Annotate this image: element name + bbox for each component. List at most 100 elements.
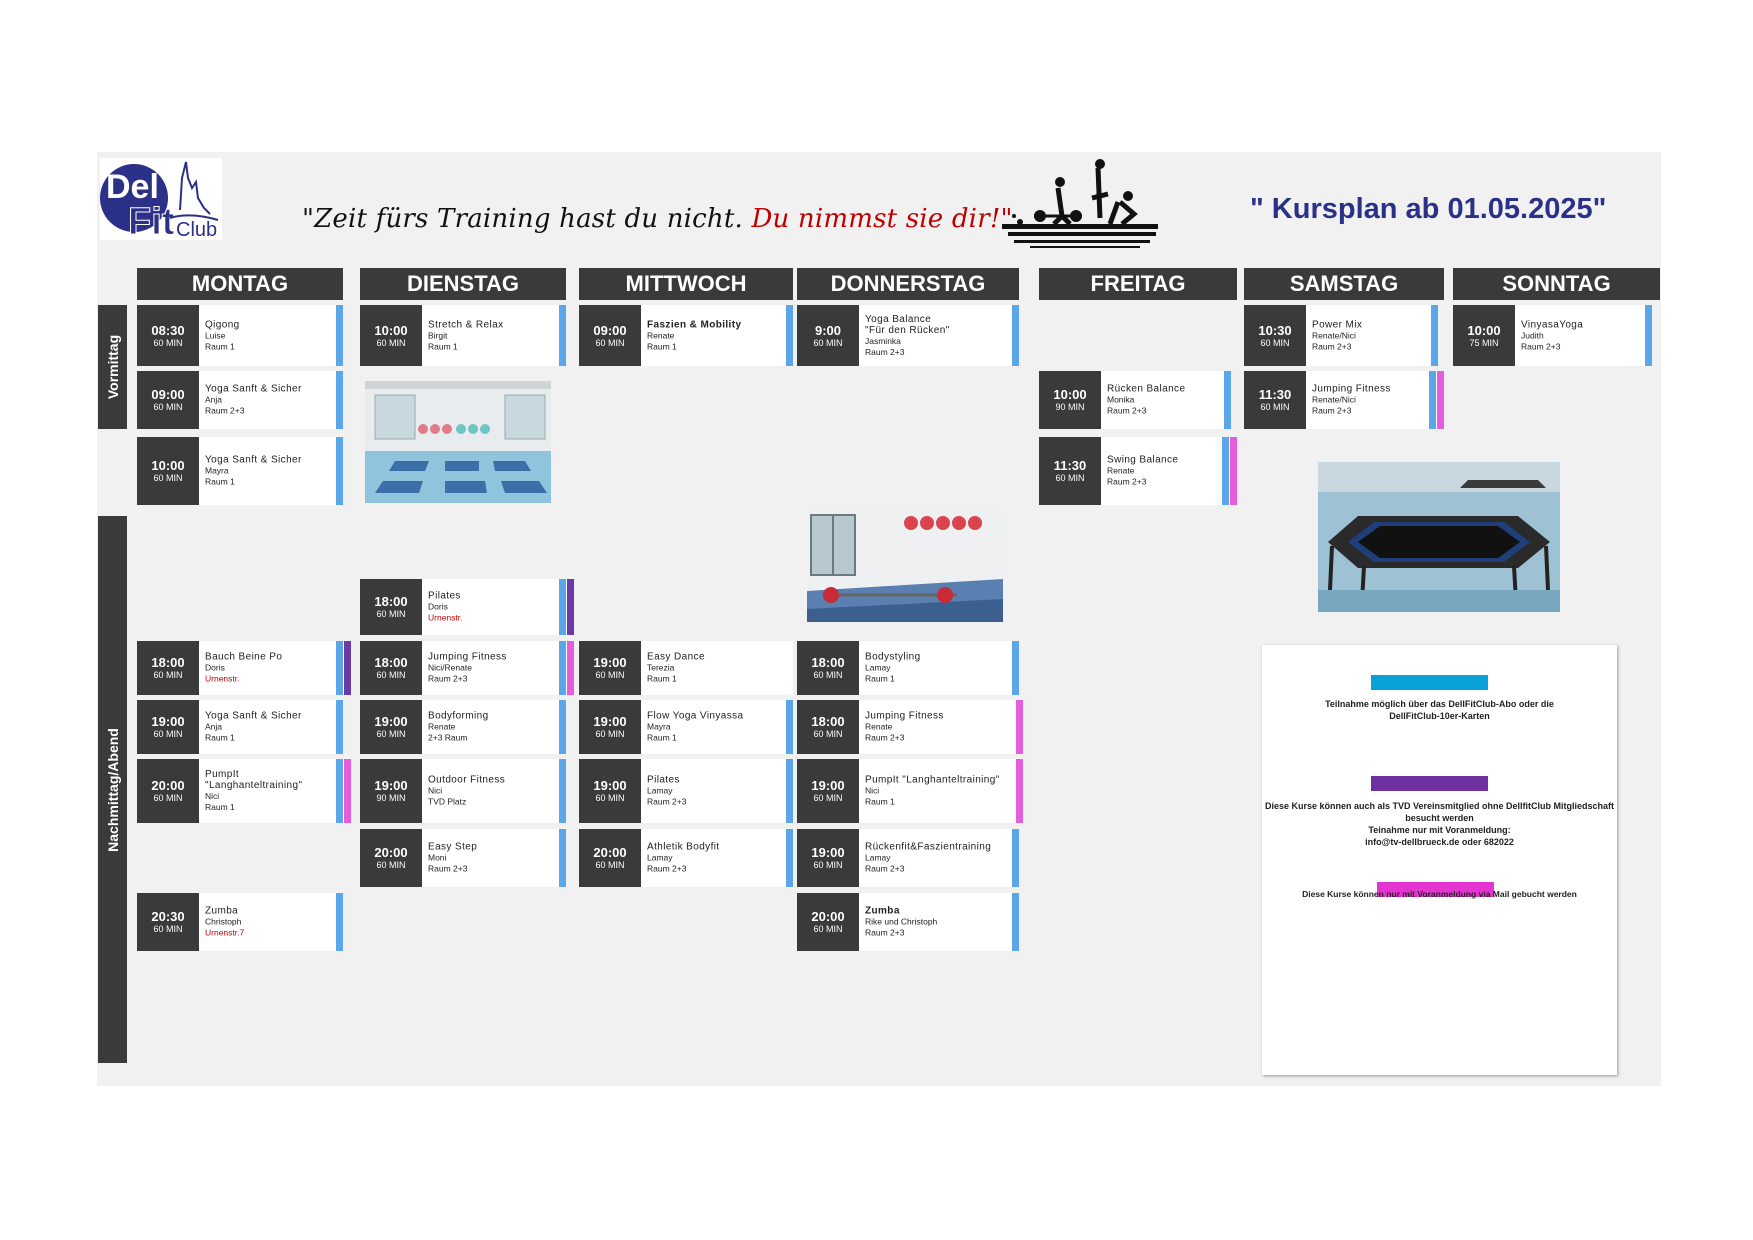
course-trainer: Luise <box>205 330 226 340</box>
course-time: 19:00 <box>811 778 845 793</box>
course-time: 19:00 <box>811 845 845 860</box>
course-room: Raum 2+3 <box>1107 405 1147 416</box>
category-bar <box>786 829 793 887</box>
course-trainer: Nici/Renate <box>428 662 472 673</box>
category-bar <box>1437 371 1444 429</box>
course-time: 19:00 <box>593 778 627 793</box>
course-room: Raum 1 <box>647 341 677 351</box>
course-room: Raum 1 <box>647 732 677 743</box>
course-duration: 60 MIN <box>595 793 625 803</box>
category-bar <box>344 759 351 823</box>
course-room: Raum 2+3 <box>865 863 905 874</box>
legend-purple-text-2: besucht werden <box>1405 813 1474 823</box>
gym-room-photo <box>365 381 551 503</box>
day-header-sunday: SONNTAG <box>1453 268 1660 300</box>
course-time: 18:00 <box>811 655 845 670</box>
course-name: VinyasaYoga <box>1521 319 1584 330</box>
course-trainer: Christoph <box>205 916 242 927</box>
course-time: 20:00 <box>151 778 185 793</box>
course-name: Yoga Balance <box>865 313 932 325</box>
course-trainer: Lamay <box>647 852 673 863</box>
course-trainer: Lamay <box>865 662 891 673</box>
course-room: Raum 2+3 <box>428 673 468 684</box>
category-bar <box>559 305 566 366</box>
course-duration: 60 MIN <box>376 860 406 870</box>
course-time: 19:00 <box>374 714 408 729</box>
course-duration: 60 MIN <box>153 729 183 739</box>
legend-purple-text: Diese Kurse können auch als TVD Vereinsm… <box>1264 801 1615 811</box>
course-time: 10:30 <box>1258 322 1292 338</box>
course-name: Pilates <box>428 590 461 602</box>
course-duration: 60 MIN <box>1260 402 1290 412</box>
course-room: Raum 2+3 <box>647 796 687 807</box>
course-time: 18:00 <box>374 655 408 670</box>
course-name: Outdoor Fitness <box>428 774 506 786</box>
category-bar <box>786 305 793 366</box>
course-duration: 60 MIN <box>813 729 843 739</box>
course-trainer: Anja <box>205 394 223 405</box>
course-name: Power Mix <box>1312 319 1363 330</box>
course-duration: 60 MIN <box>153 402 183 412</box>
course-room: Raum 1 <box>205 341 235 351</box>
course-name: Pilates <box>647 774 680 786</box>
course-time: 11:30 <box>1053 458 1087 473</box>
course-name: Yoga Sanft & Sicher <box>205 710 302 722</box>
course-room: Raum 2+3 <box>205 405 245 416</box>
category-bar <box>336 641 343 695</box>
course-name: Jumping Fitness <box>865 710 944 722</box>
category-bar <box>1012 641 1019 695</box>
course-duration: 60 MIN <box>1260 337 1290 348</box>
course-trainer: Monika <box>1107 394 1135 405</box>
course-room: Raum 1 <box>865 796 895 807</box>
course-duration: 75 MIN <box>1469 337 1499 348</box>
course-name: PumpIt <box>205 769 240 780</box>
course-time: 20:00 <box>374 845 408 860</box>
course-duration: 60 MIN <box>376 609 406 619</box>
legend-pink-text: Diese Kurse können nur mit Voranmeldung … <box>1302 889 1577 899</box>
course-name: Stretch & Relax <box>428 319 504 330</box>
course-duration: 90 MIN <box>1055 402 1085 412</box>
category-bar <box>567 641 574 695</box>
legend-purple-swatch <box>1371 776 1488 791</box>
course-time: 09:00 <box>593 322 627 338</box>
section-morning: Vormittag <box>98 305 127 429</box>
course-trainer: Renate/Nici <box>1312 394 1356 405</box>
category-bar <box>1012 893 1019 951</box>
course-name: Bodyforming <box>428 710 489 722</box>
course-duration: 60 MIN <box>595 670 625 680</box>
category-bar <box>336 371 343 429</box>
course-room: Raum 1 <box>205 802 235 812</box>
course-room: Raum 2+3 <box>1521 341 1561 351</box>
course-duration: 90 MIN <box>376 793 406 803</box>
course-trainer: Renate <box>647 330 675 340</box>
